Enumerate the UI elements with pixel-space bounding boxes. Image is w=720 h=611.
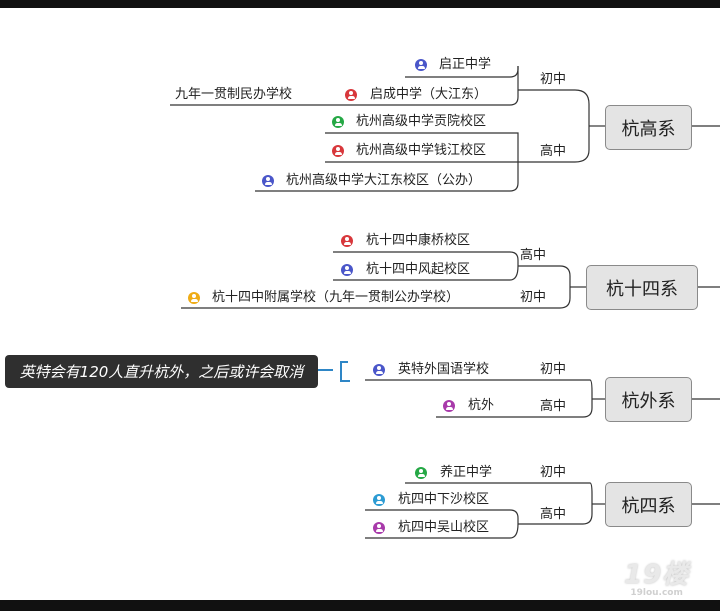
school-label: 杭十四中风起校区	[366, 262, 471, 277]
user-icon	[341, 264, 353, 276]
system-node-hangsi[interactable]: 杭四系	[605, 482, 692, 527]
system-node-hangwai[interactable]: 杭外系	[605, 377, 692, 422]
user-icon	[262, 175, 274, 187]
user-icon	[415, 467, 427, 479]
school-label: 养正中学	[440, 465, 493, 480]
watermark-url: 19lou.com	[630, 588, 683, 598]
site-watermark: 19楼 19lou.com	[624, 562, 689, 598]
level-label: 高中	[540, 507, 567, 522]
level-label: 初中	[520, 290, 547, 305]
level-label: 高中	[540, 144, 567, 159]
user-icon	[188, 292, 200, 304]
school-label: 杭外	[468, 398, 495, 413]
school-label: 杭十四中康桥校区	[366, 233, 471, 248]
callout-note: 英特会有120人直升杭外，之后或许会取消	[5, 355, 318, 388]
bottom-black-bar	[0, 600, 720, 611]
user-icon	[443, 400, 455, 412]
school-label: 启成中学（大江东）	[370, 87, 488, 102]
user-icon	[373, 522, 385, 534]
level-label: 初中	[540, 362, 567, 377]
system-node-hanggao[interactable]: 杭高系	[605, 105, 692, 150]
school-label: 英特外国语学校	[398, 362, 490, 377]
user-icon	[373, 494, 385, 506]
school-label: 杭四中吴山校区	[398, 520, 490, 535]
system-node-hangshisi[interactable]: 杭十四系	[586, 265, 698, 310]
level-label: 高中	[520, 248, 547, 263]
user-icon	[345, 89, 357, 101]
level-label: 初中	[540, 465, 567, 480]
school-label: 杭州高级中学贡院校区	[356, 114, 487, 129]
user-icon	[341, 235, 353, 247]
school-label: 杭十四中附属学校（九年一贯制公办学校）	[212, 290, 460, 305]
level-label: 高中	[540, 399, 567, 414]
user-icon	[415, 59, 427, 71]
user-icon	[332, 145, 344, 157]
school-label: 杭四中下沙校区	[398, 492, 490, 507]
user-icon	[373, 364, 385, 376]
watermark-logo: 19楼	[624, 560, 690, 590]
school-label: 杭州高级中学钱江校区	[356, 143, 487, 158]
level-label: 初中	[540, 72, 567, 87]
school-label: 启正中学	[439, 57, 492, 72]
user-icon	[332, 116, 344, 128]
school-label: 杭州高级中学大江东校区（公办）	[286, 173, 482, 188]
school-note: 九年一贯制民办学校	[175, 87, 293, 102]
top-black-bar	[0, 0, 720, 8]
